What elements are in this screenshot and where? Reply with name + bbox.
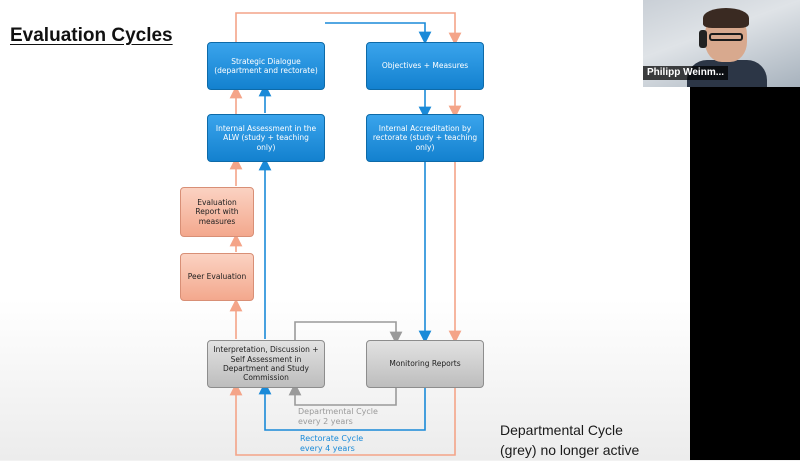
departmental-cycle-name: Departmental Cycle bbox=[298, 407, 378, 416]
box-peer-evaluation: Peer Evaluation bbox=[180, 253, 254, 301]
rectorate-cycle-label: Rectorate Cycle every 4 years bbox=[300, 434, 363, 453]
participant-hair bbox=[703, 8, 749, 28]
box-monitoring-reports: Monitoring Reports bbox=[366, 340, 484, 388]
rectorate-cycle-name: Rectorate Cycle bbox=[300, 434, 364, 443]
box-interpretation: Interpretation, Discussion + Self Assess… bbox=[207, 340, 325, 388]
departmental-cycle-label: Departmental Cycle every 2 years bbox=[298, 407, 378, 426]
rectorate-cycle-frequency: every 4 years bbox=[300, 443, 355, 453]
note-line-1: Departmental Cycle bbox=[500, 422, 623, 438]
presentation-slide: Evaluation Cycles bbox=[0, 0, 690, 460]
box-objectives-measures: Objectives + Measures bbox=[366, 42, 484, 90]
participant-name-tag: Philipp Weinm... bbox=[643, 66, 729, 80]
slide-title: Evaluation Cycles bbox=[10, 25, 173, 46]
headset-icon bbox=[699, 30, 707, 48]
box-internal-accreditation: Internal Accreditation by rectorate (stu… bbox=[366, 114, 484, 162]
glasses-icon bbox=[709, 33, 743, 41]
note-line-2: (grey) no longer active bbox=[500, 442, 640, 459]
box-internal-assessment: Internal Assessment in the ALW (study + … bbox=[207, 114, 325, 162]
box-evaluation-report: Evaluation Report with measures bbox=[180, 187, 254, 237]
slide-note: Departmental Cycle (grey) no longer acti… bbox=[500, 420, 639, 461]
blue-arrows bbox=[258, 22, 432, 431]
box-strategic-dialogue: Strategic Dialogue (department and recto… bbox=[207, 42, 325, 90]
evaluation-cycle-diagram bbox=[229, 12, 462, 456]
salmon-arrows bbox=[229, 12, 462, 456]
grey-arrows bbox=[288, 321, 403, 406]
participant-video-tile[interactable]: Philipp Weinm... bbox=[643, 0, 800, 87]
departmental-cycle-frequency: every 2 years bbox=[298, 416, 353, 426]
